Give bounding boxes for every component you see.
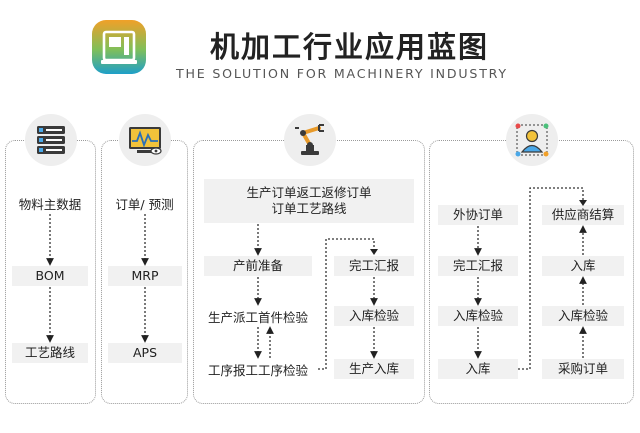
node-dispatch-first-inspection: 生产派工首件检验 — [207, 309, 308, 325]
node-production-orders-line2: 订单工艺路线 — [271, 201, 347, 216]
logo-badge — [90, 18, 148, 76]
node-purchase-order: 采购订单 — [542, 359, 624, 379]
arrow-p4-loop — [518, 187, 584, 370]
worker-network-icon — [515, 123, 549, 157]
panel3-icon-wrap — [284, 114, 336, 166]
robot-arm-icon — [295, 124, 324, 155]
panel1-icon-wrap — [25, 114, 77, 166]
node-p4-inbound-inspection-right: 入库检验 — [542, 306, 624, 326]
node-pre-production: 产前准备 — [204, 256, 312, 276]
node-material-master: 物料主数据 — [18, 196, 82, 212]
server-icon — [37, 126, 65, 154]
page-subtitle: THE SOLUTION FOR MACHINERY INDUSTRY — [176, 66, 508, 81]
node-p4-warehousing-right: 入库 — [542, 256, 624, 276]
machine-logo-icon — [92, 20, 146, 74]
node-routing: 工艺路线 — [12, 343, 88, 363]
node-inbound-inspection: 入库检验 — [334, 306, 414, 326]
arrowhead-p3-loop — [370, 249, 378, 255]
node-operation-report-inspection: 工序报工工序检验 — [207, 362, 308, 378]
node-production-orders-line1: 生产订单返工返修订单 — [246, 185, 372, 201]
node-outsource-order: 外协订单 — [438, 205, 518, 225]
node-p4-warehousing-left: 入库 — [438, 359, 518, 379]
panel2-icon-wrap — [119, 114, 171, 166]
node-p4-inbound-inspection: 入库检验 — [438, 306, 518, 326]
node-production-orders: 生产订单返工返修订单 订单工艺路线 — [204, 179, 414, 223]
node-p4-completion-report: 完工汇报 — [438, 256, 518, 276]
panel4-icon-wrap — [506, 114, 558, 166]
node-supplier-settlement: 供应商结算 — [542, 205, 624, 225]
node-order-forecast: 订单/ 预测 — [115, 196, 174, 212]
node-aps: APS — [108, 343, 182, 363]
monitor-chart-icon — [129, 127, 162, 155]
page-title: 机加工行业应用蓝图 — [210, 30, 490, 64]
arrow-p3-loop — [318, 238, 375, 370]
node-production-warehousing: 生产入库 — [334, 359, 414, 379]
node-completion-report: 完工汇报 — [334, 256, 414, 276]
arrowhead-p4-loop — [579, 200, 587, 206]
node-bom: BOM — [12, 266, 88, 286]
node-mrp: MRP — [108, 266, 182, 286]
